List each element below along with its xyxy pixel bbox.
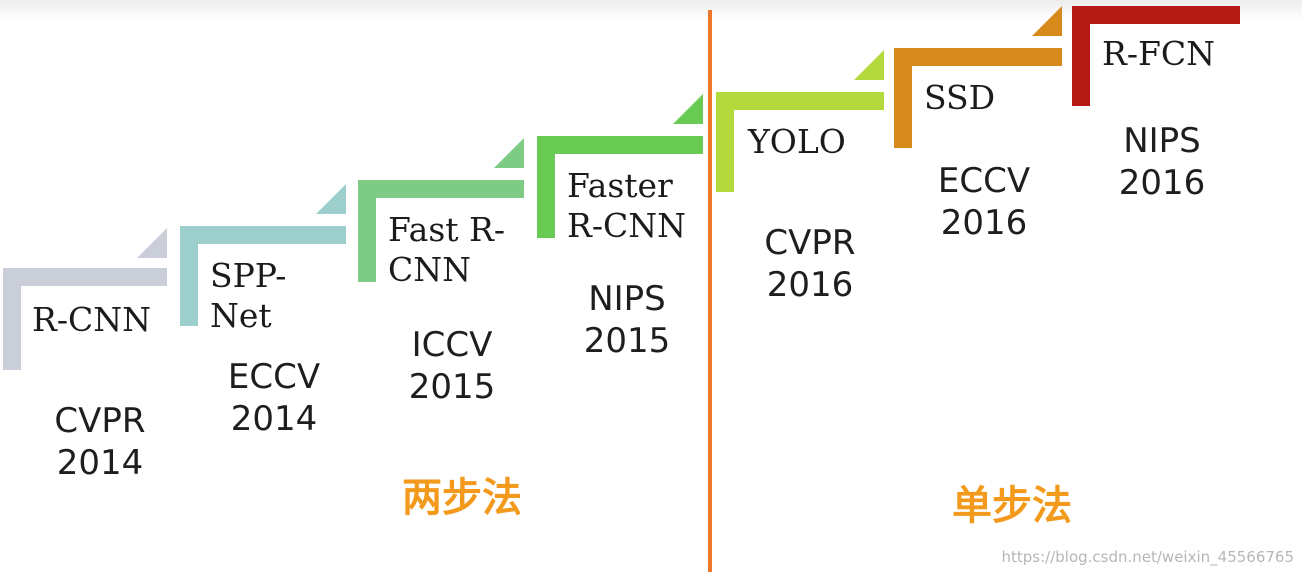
method-name: R-CNN	[32, 300, 151, 339]
method-name: Fast R- CNN	[388, 210, 506, 289]
step-bar-horizontal	[537, 136, 703, 154]
venue-conference: NIPS	[588, 279, 666, 319]
venue-conference: ECCV	[937, 161, 1031, 201]
step-bar-horizontal	[1072, 6, 1240, 24]
group-divider-line	[708, 10, 712, 572]
method-name: R-FCN	[1102, 34, 1216, 73]
step-arrow-tip	[137, 228, 167, 258]
step-bar-vertical	[358, 180, 376, 282]
method-name: YOLO	[748, 122, 846, 161]
method-name: SPP- Net	[210, 256, 287, 335]
venue-year: 2014	[56, 443, 144, 483]
step-arrow-tip	[494, 138, 524, 168]
step-bar-horizontal	[716, 92, 884, 110]
venue-year: 2014	[230, 399, 318, 439]
venue-conference: ECCV	[227, 357, 321, 397]
group-label-one-stage: 单步法	[952, 483, 1072, 529]
step-bar-vertical	[716, 92, 734, 192]
venue-conference: CVPR	[764, 223, 856, 263]
step-bar-vertical	[180, 226, 198, 326]
top-shade	[0, 0, 1302, 20]
step-bar-vertical	[1072, 6, 1090, 106]
step-bar-horizontal	[358, 180, 524, 198]
method-name: Faster R-CNN	[567, 166, 686, 245]
venue-conference: NIPS	[1123, 121, 1201, 161]
step-bar-vertical	[537, 136, 555, 238]
watermark: https://blog.csdn.net/weixin_45566765	[1001, 548, 1294, 566]
venue-year: 2016	[766, 265, 854, 305]
venue-year: 2016	[940, 203, 1028, 243]
venue-year: 2015	[408, 367, 496, 407]
step-bar-horizontal	[894, 48, 1062, 66]
step-arrow-tip	[854, 50, 884, 80]
group-label-two-stage: 两步法	[402, 475, 522, 521]
step-bar-vertical	[3, 268, 21, 370]
step-arrow-tip	[1032, 6, 1062, 36]
method-name: SSD	[924, 78, 996, 117]
venue-conference: CVPR	[54, 401, 146, 441]
venue-year: 2015	[583, 321, 671, 361]
step-bar-horizontal	[3, 268, 167, 286]
step-bar-horizontal	[180, 226, 346, 244]
step-arrow-tip	[316, 184, 346, 214]
venue-year: 2016	[1118, 163, 1206, 203]
venue-conference: ICCV	[411, 325, 493, 365]
step-arrow-tip	[673, 94, 703, 124]
step-bar-vertical	[894, 48, 912, 148]
